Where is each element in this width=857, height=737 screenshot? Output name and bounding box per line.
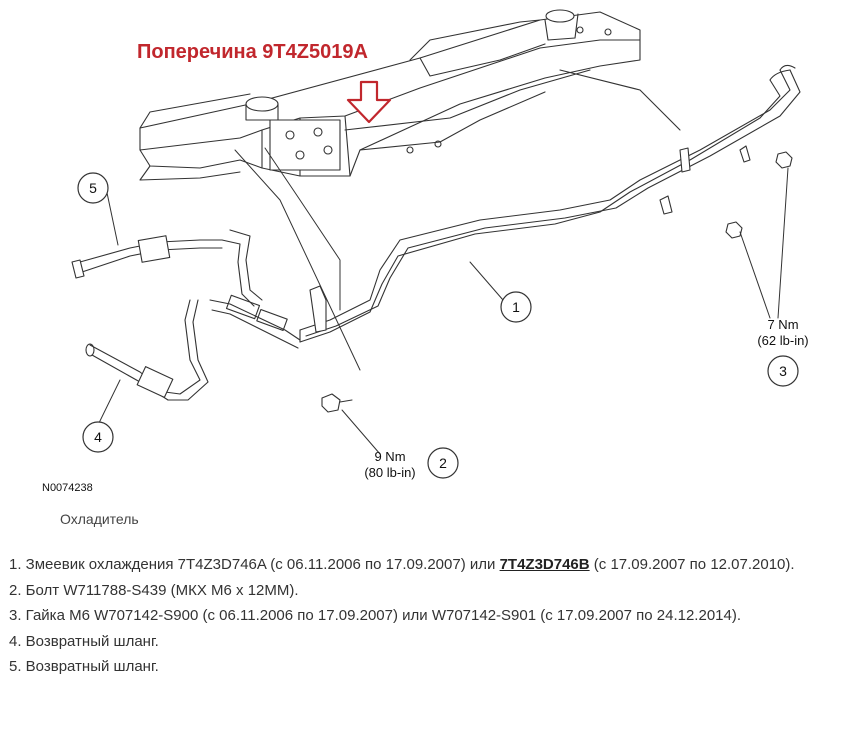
callout-number-2: 2: [439, 455, 447, 471]
frame-crossmember: [139, 9, 681, 181]
torque-value-2: 9 Nm: [374, 449, 405, 464]
part-link-7t4z3d746b[interactable]: 7T4Z3D746B: [499, 556, 590, 573]
callout-number-5: 5: [89, 180, 97, 196]
legend-item: 4. Возвратный шланг.: [9, 632, 159, 650]
nut-icon: [725, 151, 793, 239]
legend-item: 3. Гайка М6 W707142-S900 (с 06.11.2006 п…: [9, 607, 742, 624]
figure-caption: Охладитель: [60, 511, 139, 527]
crossmember-title: Поперечина 9T4Z5019A: [137, 41, 368, 63]
callout-number-1: 1: [512, 299, 520, 315]
callout-number-3: 3: [779, 363, 787, 379]
callout-circles: [77, 172, 799, 479]
legend-item: 5. Возвратный шланг.: [9, 658, 159, 675]
legend-item-1-prefix: 1. Змеевик охлаждения 7T4Z3D746A (с 06.1…: [9, 556, 500, 573]
cooling-coil: [71, 64, 801, 401]
callout-number-4: 4: [94, 429, 102, 445]
drawing-code: N0074238: [42, 482, 93, 494]
legend-item: 2. Болт W711788-S439 (МКХ М6 х 12ММ).: [9, 581, 299, 599]
cooler-diagram: Поперечина 9T4Z5019A 5 4 1 3 2 7 Nm (62 …: [42, 9, 809, 494]
torque-value-3: 7 Nm: [767, 317, 798, 332]
torque-imperial-2: (80 lb-in): [364, 465, 415, 480]
legend-item: 1. Змеевик охлаждения 7T4Z3D746A (с 06.1…: [9, 552, 839, 578]
leader-lines: [97, 147, 789, 463]
parts-legend: 1. Змеевик охлаждения 7T4Z3D746A (с 06.1…: [9, 552, 839, 680]
torque-imperial-3: (62 lb-in): [757, 333, 808, 348]
arrow-down-icon: [346, 80, 392, 124]
legend-item-1-suffix: (с 17.09.2007 по 12.07.2010).: [589, 556, 795, 573]
bolt-icon: [321, 393, 353, 413]
